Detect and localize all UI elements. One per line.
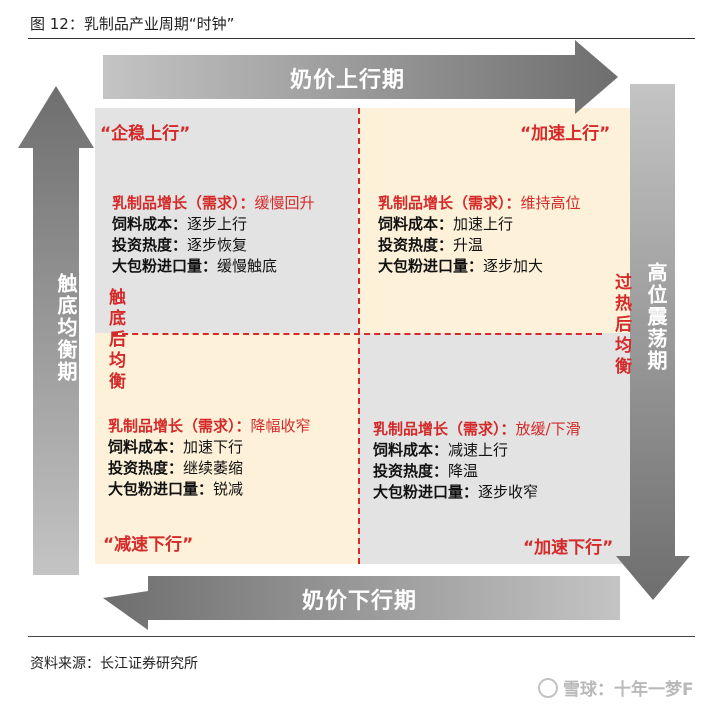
phase-bottom-left: “减速下行” (103, 535, 194, 555)
inner-label-right: 过热后均衡 (611, 273, 631, 378)
quadrant-bottom-right-bg (358, 333, 630, 564)
metric-value: 逐步收窄 (478, 483, 539, 501)
metric-key: 乳制品增长（需求）： (112, 194, 255, 212)
quadrant-bottom-left-bg (95, 333, 358, 564)
metric-value: 降温 (448, 462, 479, 480)
metric-value: 逐步加大 (483, 257, 544, 275)
top-rule (28, 38, 695, 39)
vertical-dashed-divider (358, 108, 360, 564)
metric-key: 投资热度： (108, 459, 184, 477)
bottom-arrow (103, 576, 620, 630)
metric-value: 升温 (453, 236, 484, 254)
metric-key: 投资热度： (373, 462, 449, 480)
quadrant-top-right-text: 乳制品增长（需求）：维持高位 饲料成本：加速上行 投资热度：升温 大包粉进口量：… (378, 193, 581, 277)
arrow-label-left: 触底均衡期 (54, 273, 78, 383)
watermark: 雪球：十年一梦F (538, 675, 694, 700)
metric-key: 大包粉进口量： (108, 480, 214, 498)
metric-value: 逐步恢复 (187, 236, 248, 254)
metric-row: 饲料成本：加速上行 (378, 214, 581, 235)
metric-value: 加速下行 (183, 438, 244, 456)
metric-row: 大包粉进口量：逐步收窄 (373, 482, 581, 503)
metric-row: 大包粉进口量：逐步加大 (378, 256, 581, 277)
arrow-label-top: 奶价上行期 (290, 68, 406, 93)
metric-value: 维持高位 (520, 194, 581, 212)
metric-row: 投资热度：逐步恢复 (112, 235, 315, 256)
metric-key: 乳制品增长（需求）： (373, 420, 516, 438)
metric-row: 饲料成本：加速下行 (108, 437, 311, 458)
metric-value: 继续萎缩 (183, 459, 244, 477)
inner-label-left: 触底后均衡 (105, 288, 125, 393)
watermark-text: 雪球：十年一梦F (563, 680, 694, 700)
metric-value: 逐步上行 (187, 215, 248, 233)
metric-key: 乳制品增长（需求）： (378, 194, 521, 212)
metric-row: 投资热度：升温 (378, 235, 581, 256)
metric-row: 大包粉进口量：缓慢触底 (112, 256, 315, 277)
phase-bottom-right: “加速下行” (523, 538, 614, 558)
metric-row: 乳制品增长（需求）：维持高位 (378, 193, 581, 214)
metric-key: 投资热度： (378, 236, 454, 254)
metric-value: 缓慢触底 (217, 257, 278, 275)
bottom-rule (28, 636, 695, 637)
metric-key: 大包粉进口量： (373, 483, 479, 501)
metric-value: 降幅收窄 (250, 417, 311, 435)
metric-key: 乳制品增长（需求）： (108, 417, 251, 435)
left-arrow (18, 86, 94, 575)
horizontal-dashed-divider (112, 333, 602, 335)
metric-row: 乳制品增长（需求）：降幅收窄 (108, 416, 311, 437)
metric-value: 放缓/下滑 (515, 420, 581, 438)
metric-row: 饲料成本：逐步上行 (112, 214, 315, 235)
metric-row: 投资热度：降温 (373, 461, 581, 482)
metric-value: 减速上行 (448, 441, 509, 459)
metric-key: 大包粉进口量： (112, 257, 218, 275)
arrow-label-bottom: 奶价下行期 (302, 589, 418, 614)
right-arrow (616, 84, 690, 600)
metric-key: 饲料成本： (112, 215, 188, 233)
quadrant-top-left-bg (95, 108, 358, 333)
metric-row: 大包粉进口量：锐减 (108, 479, 311, 500)
metric-row: 乳制品增长（需求）：放缓/下滑 (373, 419, 581, 440)
metric-row: 投资热度：继续萎缩 (108, 458, 311, 479)
phase-top-left: “企稳上行” (100, 124, 191, 144)
metric-row: 饲料成本：减速上行 (373, 440, 581, 461)
metric-key: 投资热度： (112, 236, 188, 254)
quadrant-bottom-right-text: 乳制品增长（需求）：放缓/下滑 饲料成本：减速上行 投资热度：降温 大包粉进口量… (373, 419, 581, 503)
quadrant-top-left-text: 乳制品增长（需求）：缓慢回升 饲料成本：逐步上行 投资热度：逐步恢复 大包粉进口… (112, 193, 315, 277)
source-note: 资料来源：长江证券研究所 (30, 656, 198, 672)
quadrant-top-right-bg (358, 108, 630, 333)
quadrant-bottom-left-text: 乳制品增长（需求）：降幅收窄 饲料成本：加速下行 投资热度：继续萎缩 大包粉进口… (108, 416, 311, 500)
metric-value: 缓慢回升 (254, 194, 315, 212)
metric-value: 锐减 (213, 480, 244, 498)
snowball-logo-icon (538, 678, 558, 698)
metric-row: 乳制品增长（需求）：缓慢回升 (112, 193, 315, 214)
metric-key: 饲料成本： (378, 215, 454, 233)
metric-key: 大包粉进口量： (378, 257, 484, 275)
metric-key: 饲料成本： (373, 441, 449, 459)
arrow-label-right: 高位震荡期 (644, 262, 668, 372)
metric-value: 加速上行 (453, 215, 514, 233)
top-arrow (103, 40, 618, 114)
phase-top-right: “加速上行” (520, 124, 611, 144)
figure-title: 图 12：乳制品产业周期“时钟” (30, 15, 235, 33)
metric-key: 饲料成本： (108, 438, 184, 456)
